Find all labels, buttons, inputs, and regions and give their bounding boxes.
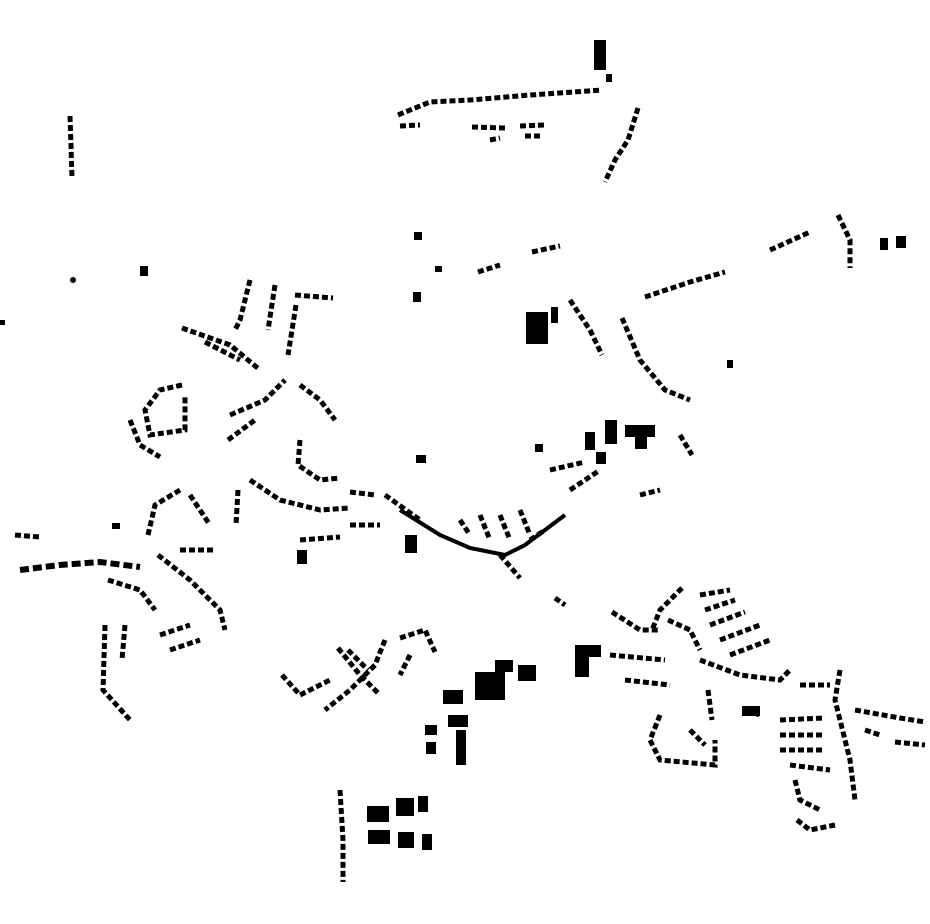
building-rows: [14, 87, 926, 882]
large-buildings: [0, 40, 906, 850]
